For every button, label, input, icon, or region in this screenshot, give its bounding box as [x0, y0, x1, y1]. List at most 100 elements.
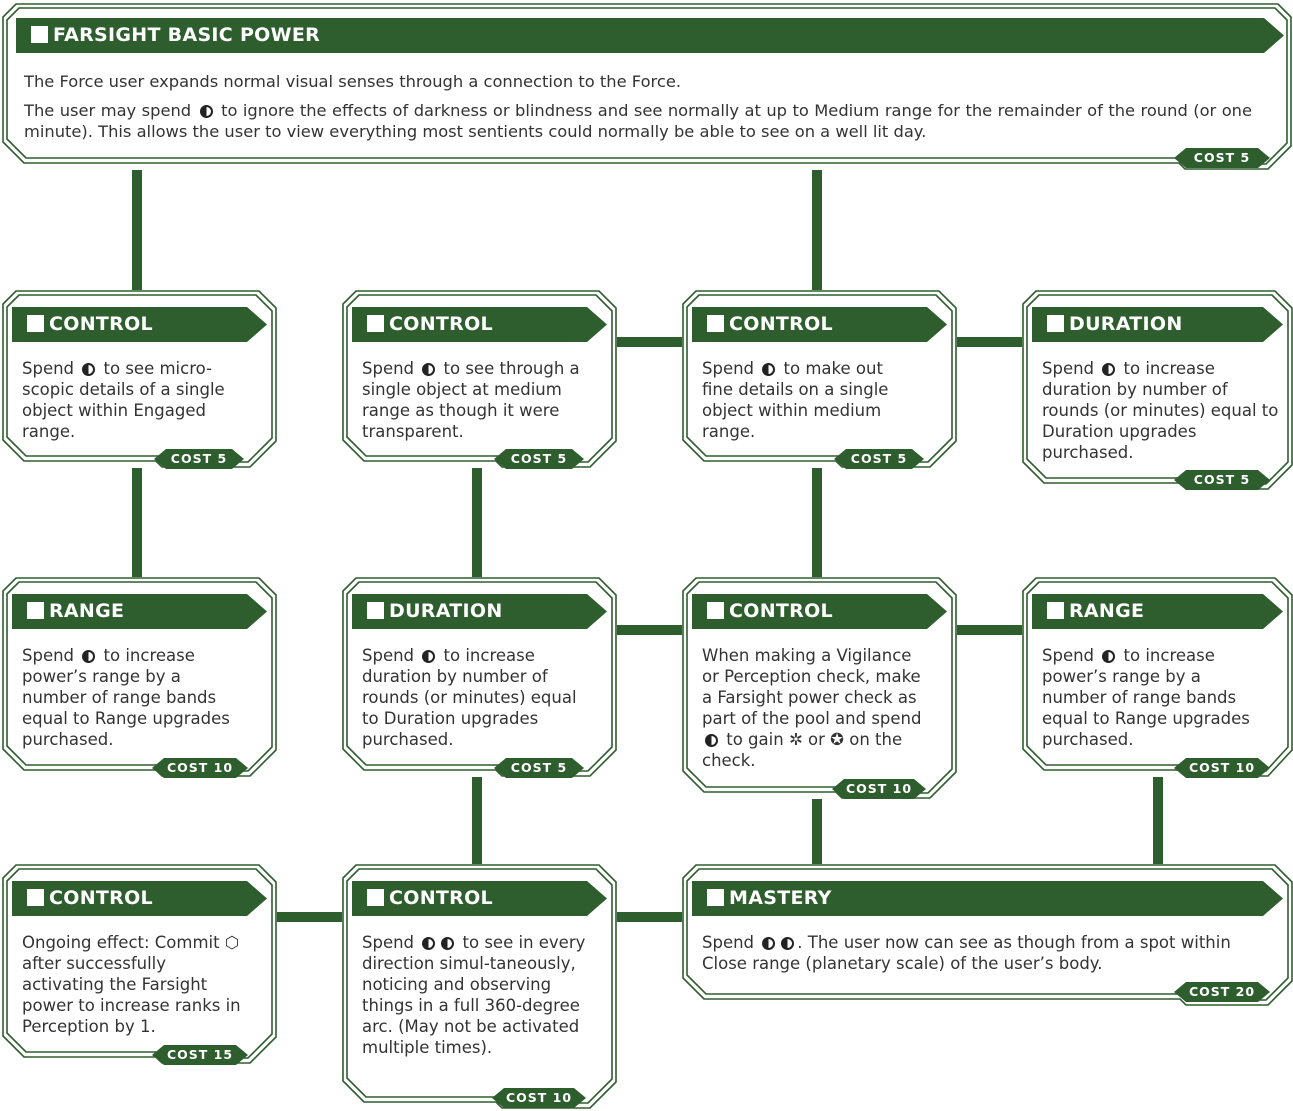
talent-card[interactable]: CONTROL Spend to see in every direction … — [342, 864, 617, 1109]
text-segment: after successfully activating the Farsig… — [22, 954, 241, 1036]
card-title: CONTROL — [389, 887, 493, 909]
card-body: Spend to see through a single object at … — [362, 358, 589, 442]
force-point-icon — [705, 734, 718, 747]
connector — [612, 625, 687, 635]
force-point-icon — [762, 937, 776, 950]
force-point-icon — [1102, 363, 1116, 376]
card-title-banner: CONTROL — [692, 594, 947, 629]
text-segment: Spend — [1042, 646, 1095, 665]
basic-power-card[interactable]: FARSIGHT BASIC POWER The Force user expa… — [2, 3, 1292, 170]
advantage-icon: ✲ — [788, 730, 803, 749]
square-icon — [367, 315, 384, 332]
text-segment: Spend — [1042, 359, 1095, 378]
card-title: RANGE — [49, 600, 125, 622]
force-point-icon — [199, 105, 213, 118]
card-title-banner: CONTROL — [12, 881, 267, 916]
text-segment: The user may spend — [24, 101, 192, 120]
talent-card[interactable]: MASTERY Spend . The user now can see as … — [682, 864, 1293, 1006]
cost-badge: COST 15 — [152, 1045, 248, 1065]
card-title-banner: CONTROL — [692, 307, 947, 342]
talent-card[interactable]: DURATION Spend to increase duration by n… — [1022, 290, 1293, 490]
card-title: CONTROL — [729, 313, 833, 335]
hexagon-icon: ⬡ — [224, 933, 240, 952]
cost-badge: COST 10 — [152, 758, 248, 778]
square-icon — [1047, 315, 1064, 332]
text-segment: Spend — [22, 646, 75, 665]
text-segment: to see through a single object at medium… — [362, 359, 580, 441]
text-segment: Spend — [362, 359, 415, 378]
cost-badge: COST 5 — [154, 449, 244, 469]
text-segment: or — [808, 730, 825, 749]
square-icon — [27, 889, 44, 906]
force-point-icon — [422, 363, 436, 376]
cost-badge: COST 5 — [834, 449, 924, 469]
text-segment: Spend — [22, 359, 75, 378]
text-segment: Spend — [702, 933, 755, 952]
card-title-banner: CONTROL — [352, 881, 607, 916]
square-icon — [1047, 602, 1064, 619]
force-point-icon — [762, 363, 776, 376]
text-segment: When making a Vigilance or Perception ch… — [702, 646, 922, 728]
talent-card[interactable]: RANGE Spend to increase power’s range by… — [1022, 577, 1293, 777]
card-body: Ongoing effect: Commit ⬡ after successfu… — [22, 932, 241, 1037]
connector — [952, 337, 1027, 347]
talent-card[interactable]: RANGE Spend to increase power’s range by… — [2, 577, 277, 777]
talent-card[interactable]: CONTROL Spend to make out fine details o… — [682, 290, 957, 468]
text-segment: Spend — [362, 646, 415, 665]
text-segment: Spend — [702, 359, 755, 378]
connector — [952, 625, 1027, 635]
force-point-icon — [781, 937, 795, 950]
card-body: Spend to increase duration by number of … — [362, 645, 589, 750]
force-point-icon — [82, 363, 96, 376]
talent-card[interactable]: CONTROL Ongoing effect: Commit ⬡ after s… — [2, 864, 277, 1064]
text-segment: to gain — [726, 730, 784, 749]
force-point-icon — [82, 650, 96, 663]
text-segment: to increase power’s range by a number of… — [22, 646, 230, 749]
connector — [132, 160, 142, 294]
card-title: CONTROL — [49, 887, 153, 909]
text-segment: to see in every direction simul-taneousl… — [362, 933, 586, 1057]
square-icon — [27, 602, 44, 619]
talent-card[interactable]: CONTROL When making a Vigilance or Perce… — [682, 577, 957, 799]
triumph-icon: ✪ — [830, 730, 844, 749]
card-title: DURATION — [1069, 313, 1183, 335]
force-point-icon — [441, 937, 455, 950]
description-paragraph: The Force user expands normal visual sen… — [24, 72, 682, 91]
card-body: When making a Vigilance or Perception ch… — [702, 645, 931, 771]
text-segment: to make out fine details on a single obj… — [702, 359, 889, 441]
talent-card[interactable]: CONTROL Spend to see through a single ob… — [342, 290, 617, 468]
card-title-banner: RANGE — [12, 594, 267, 629]
card-title-banner: DURATION — [1032, 307, 1283, 342]
cost-badge: COST 5 — [494, 449, 584, 469]
cost-badge: COST 10 — [832, 779, 926, 799]
text-segment: to see micro-scopic details of a single … — [22, 359, 225, 441]
square-icon — [367, 602, 384, 619]
connector — [472, 460, 482, 580]
card-title: RANGE — [1069, 600, 1145, 622]
cost-badge: COST 20 — [1174, 982, 1270, 1002]
text-segment: Ongoing effect: Commit — [22, 933, 220, 952]
cost-badge: COST 5 — [494, 758, 584, 778]
text-segment: . The user now can see as though from a … — [702, 933, 1231, 973]
talent-card[interactable]: DURATION Spend to increase duration by n… — [342, 577, 617, 777]
connector — [612, 912, 687, 922]
card-body: Spend to increase power’s range by a num… — [1042, 645, 1257, 750]
card-title: MASTERY — [729, 887, 832, 909]
connector — [1153, 768, 1163, 866]
square-icon — [31, 26, 48, 43]
square-icon — [707, 889, 724, 906]
cost-badge: COST 10 — [492, 1088, 586, 1108]
square-icon — [707, 602, 724, 619]
card-title-banner: MASTERY — [692, 881, 1283, 916]
text-segment: to ignore the effects of darkness or bli… — [24, 101, 1252, 141]
square-icon — [27, 315, 44, 332]
text-segment: to increase power’s range by a number of… — [1042, 646, 1250, 749]
talent-card[interactable]: CONTROL Spend to see micro-scopic detail… — [2, 290, 277, 468]
square-icon — [707, 315, 724, 332]
card-title-banner: CONTROL — [352, 307, 607, 342]
connector — [472, 768, 482, 866]
card-title: FARSIGHT BASIC POWER — [53, 24, 321, 46]
card-title-banner: RANGE — [1032, 594, 1283, 629]
text-segment: to increase duration by number of rounds… — [362, 646, 577, 749]
text-segment: on the check. — [702, 730, 903, 770]
